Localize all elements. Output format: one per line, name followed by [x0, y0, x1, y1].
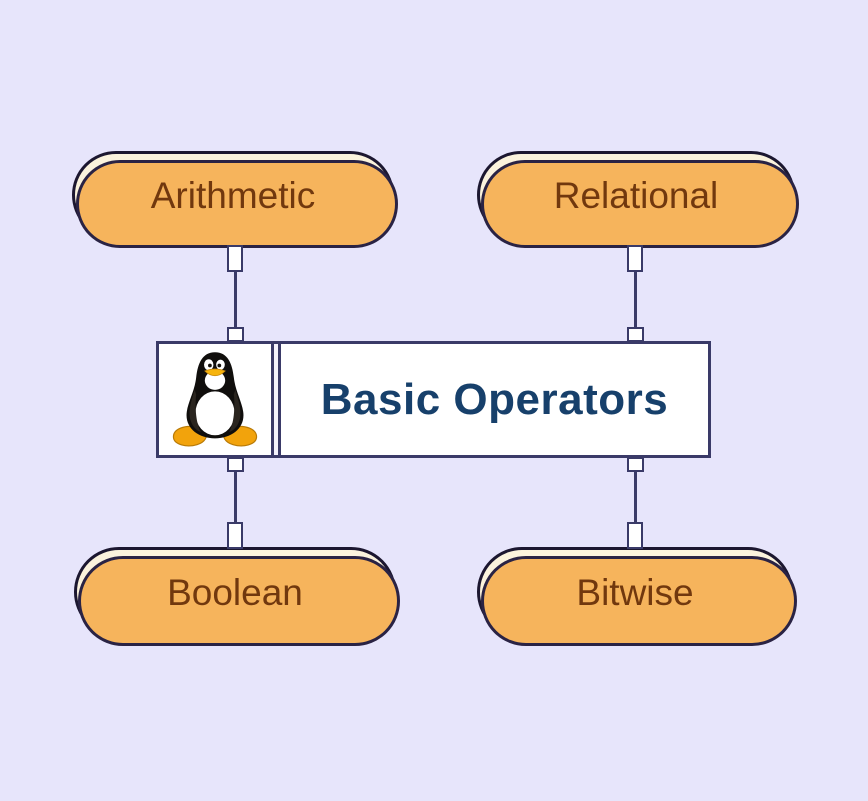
node-boolean: Boolean	[74, 547, 396, 637]
connector-port-box	[226, 457, 244, 472]
node-arithmetic-label: Arithmetic	[150, 174, 316, 216]
connector-port-pill	[227, 522, 243, 549]
connector-port-pill	[627, 522, 643, 549]
tux-linux-penguin-icon	[168, 348, 262, 452]
connector-boolean	[225, 457, 245, 549]
node-relational-label: Relational	[553, 174, 719, 216]
connector-relational	[625, 245, 645, 342]
connector-line	[234, 249, 237, 338]
connector-port-pill	[627, 245, 643, 272]
tux-cell	[159, 344, 271, 455]
cell-divider	[271, 344, 281, 455]
connector-bitwise	[625, 457, 645, 549]
connector-line	[634, 461, 637, 545]
node-bitwise: Bitwise	[477, 547, 793, 637]
node-arithmetic: Arithmetic	[72, 151, 394, 239]
node-relational: Relational	[477, 151, 795, 239]
node-boolean-label: Boolean	[167, 571, 303, 613]
connector-arithmetic	[225, 245, 245, 342]
connector-line	[634, 249, 637, 338]
node-bitwise-label: Bitwise	[576, 571, 694, 613]
connector-port-box	[626, 457, 644, 472]
diagram-title: Basic Operators	[320, 374, 669, 424]
connector-port-box	[626, 327, 644, 342]
connector-line	[234, 461, 237, 545]
basic-operators-box: Basic Operators	[156, 341, 711, 458]
connector-port-box	[226, 327, 244, 342]
title-cell: Basic Operators	[281, 344, 708, 455]
connector-port-pill	[227, 245, 243, 272]
